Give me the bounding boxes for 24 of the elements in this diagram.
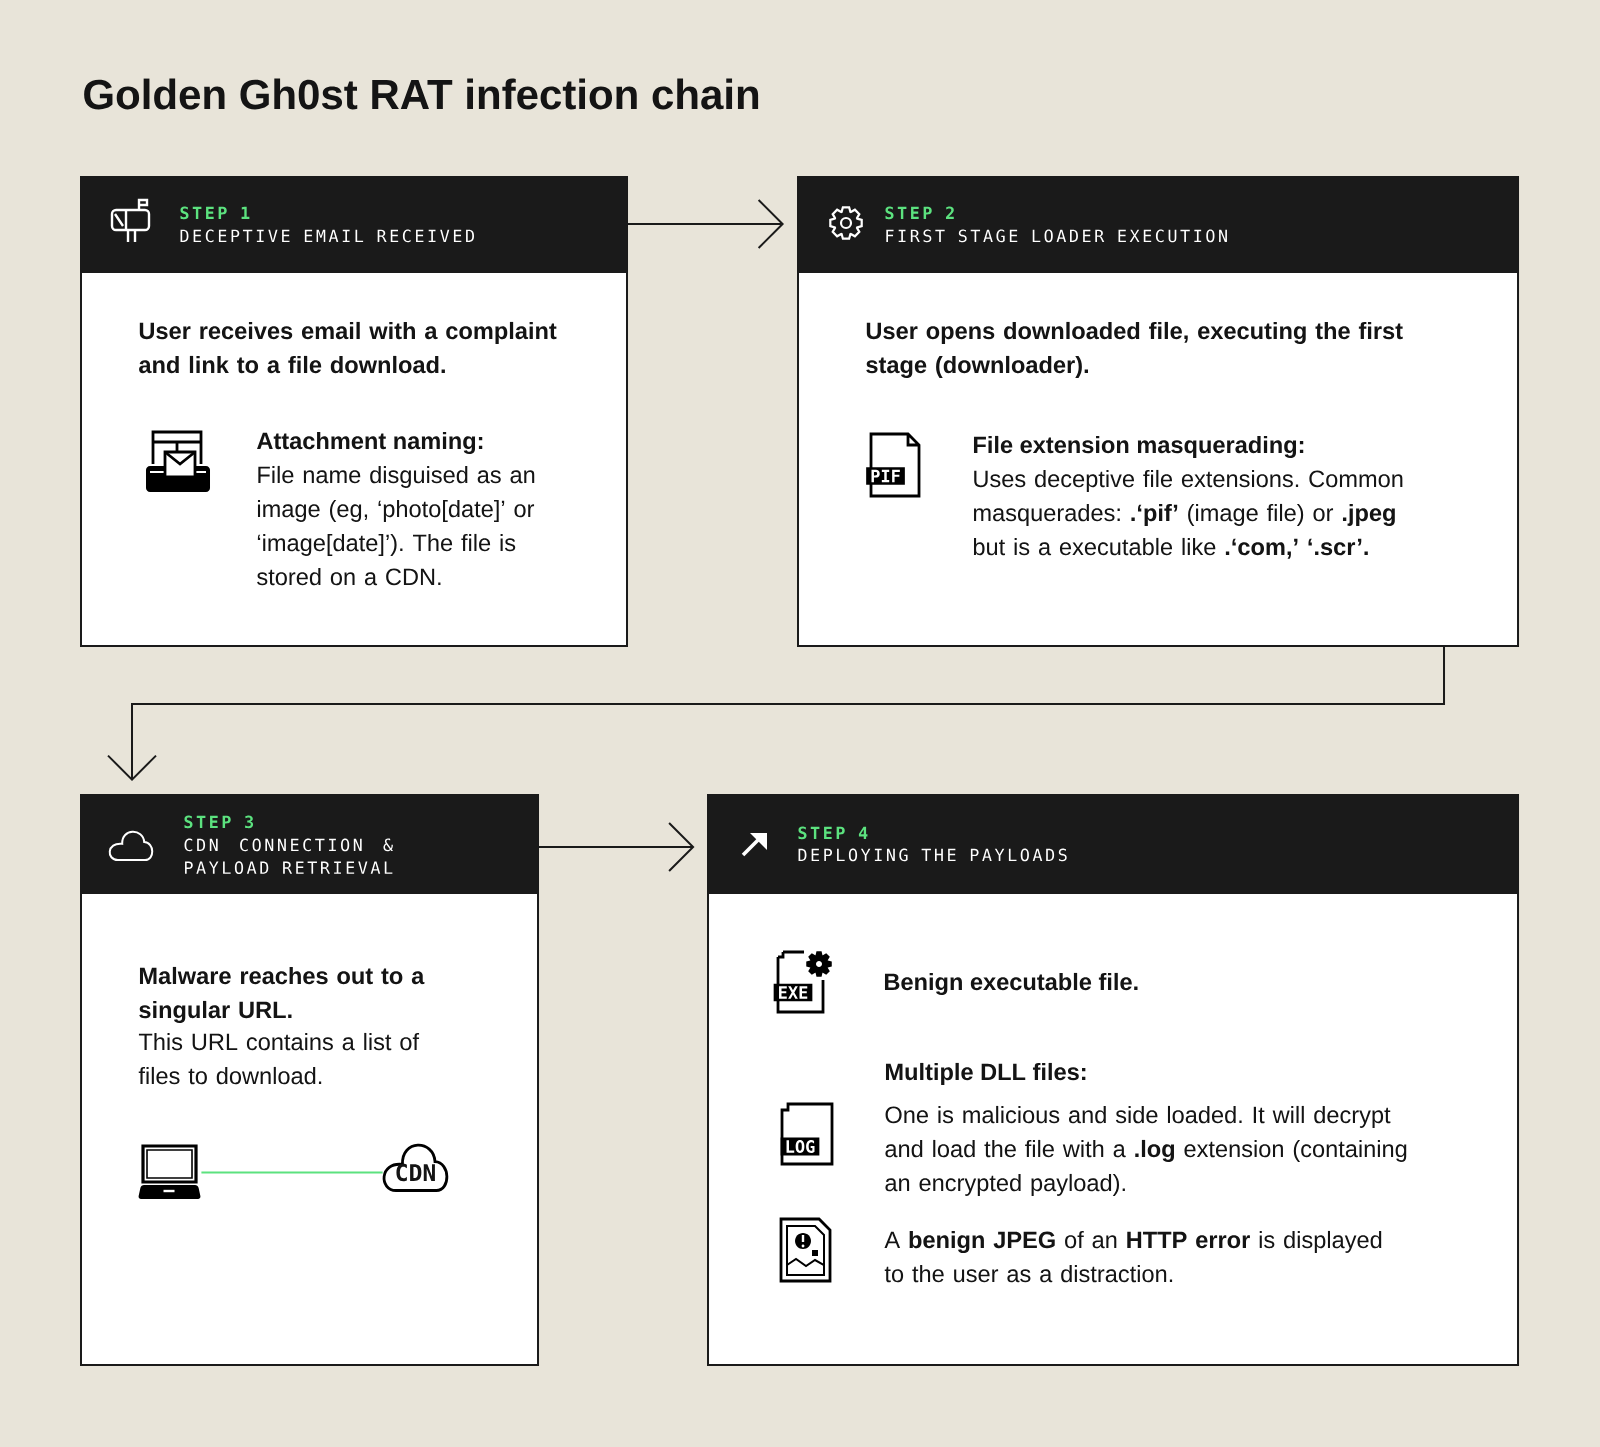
step-title: CDN CONNECTION & PAYLOAD RETRIEVAL — [184, 838, 394, 875]
section-heading: Multiple DLL files: — [886, 1062, 1086, 1085]
summary-text: User opens downloaded file, executing the first stage (downloader). — [866, 321, 1403, 378]
section-heading: Attachment naming: — [257, 431, 483, 454]
description-text: A benign JPEG of an HTTP error is displayed to the user as a distraction. — [884, 1230, 1382, 1283]
summary-text: Malware reaches out to a singular URL. — [139, 966, 425, 1023]
step-title: DEPLOYING THE PAYLOADS — [798, 848, 1067, 862]
extension-tag: PIF — [866, 467, 905, 485]
step-number: STEP 4 — [798, 826, 868, 840]
step-number: STEP 2 — [885, 206, 954, 220]
laptop — [138, 1144, 201, 1199]
description-text: One is malicious and side loaded. It will decrypt and load the file with a .log extension (containing an encrypted payload). — [885, 1105, 1407, 1196]
step-number: STEP 3 — [184, 815, 254, 829]
step-title: DECEPTIVE EMAIL RECEIVED — [180, 229, 474, 243]
description-text: Uses deceptive file extensions. Common masquerades: .‘pif’ (image file) or .jpeg but is a executable like .‘com,’ ‘.scr’. — [973, 469, 1403, 559]
title: Golden Gh0st RAT infection chain — [84, 78, 759, 110]
extension-tag: LOG — [780, 1137, 820, 1156]
item-text: Benign executable file. — [885, 972, 1138, 995]
step-number: STEP 1 — [180, 206, 250, 220]
description-text: File name disguised as an image (eg, ‘photo[date]’ or ‘image[date]’). The file is stored on a CDN. — [257, 465, 535, 586]
section-heading: File extension masquerading: — [974, 435, 1304, 458]
description-text: This URL contains a list of files to download. — [138, 1032, 420, 1085]
summary-text: User receives email with a complaint and link to a file download. — [139, 321, 557, 374]
step-title: FIRST STAGE LOADER EXECUTION — [886, 229, 1227, 243]
